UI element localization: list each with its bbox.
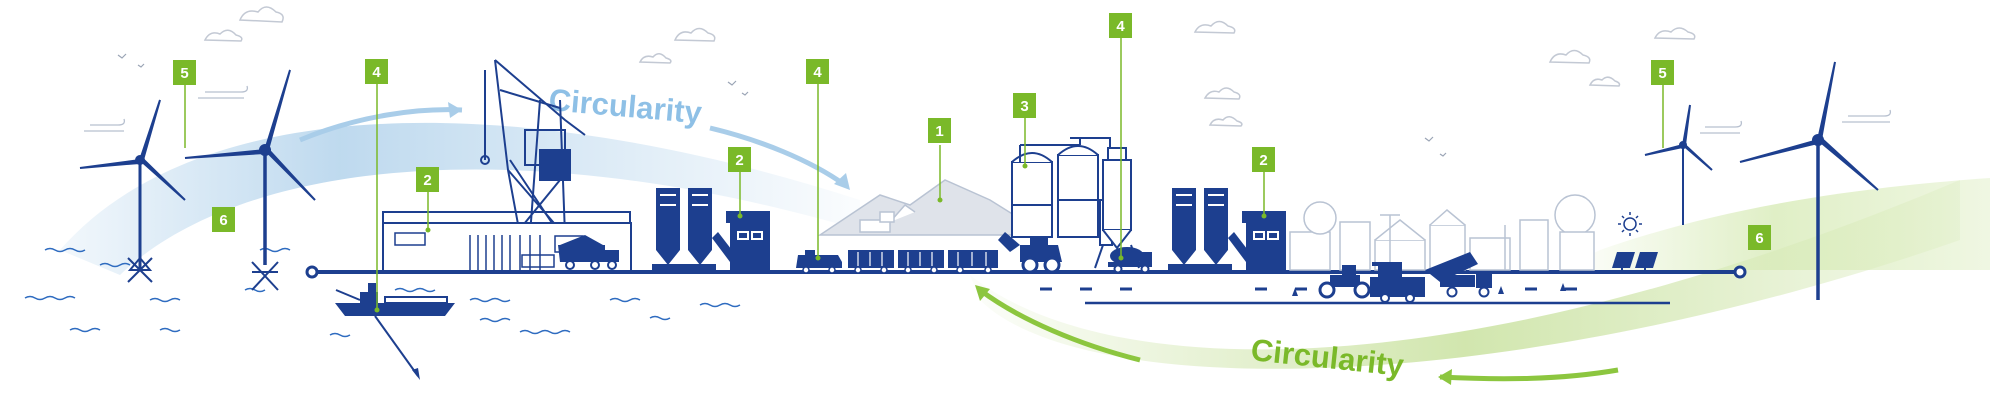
badge-quarry: 1 [928,118,951,143]
badge-number: 4 [1116,18,1125,35]
badge-silo-mixer: 4 [1109,13,1132,38]
circularity-label-bottom: Circularity [1249,332,1406,383]
dump-truck-road [1425,252,1492,298]
traffic-cones [1292,283,1566,296]
onshore-wind-turbines [1644,61,1879,300]
badge-number: 2 [1259,152,1267,169]
dump-truck-port [558,235,619,270]
badge-port-warehouse: 2 [416,167,439,192]
badge-rail-transport: 4 [806,59,829,84]
concrete-plant-left [652,188,770,272]
cement-silo [1094,147,1140,269]
concrete-mixer-truck [1108,247,1152,274]
sun-icon [1618,212,1642,236]
town-buildings [1289,194,1596,271]
badge-wind-left: 5 [173,60,196,85]
processing-plant [1011,137,1113,246]
badge-number: 6 [1755,230,1763,247]
excavator [859,204,916,233]
solar-panels [1612,252,1658,272]
cloud-icon [203,6,1696,127]
badge-wind-right: 5 [1651,60,1674,85]
badge-number: 6 [219,212,227,229]
wind-lines-icon [84,85,1892,134]
freight-train [796,250,998,274]
bird-icon [117,53,1447,157]
badge-plant-right: 2 [1252,147,1275,172]
dredger-ship [335,283,455,380]
badge-leader-lines [184,38,1664,310]
badge-plant-left: 2 [728,147,751,172]
badge-onshore: 6 [1748,225,1771,250]
badge-dredger: 4 [365,59,388,84]
badge-number: 5 [1658,65,1666,82]
badge-leader-dots [374,163,1267,313]
badge-number: 2 [735,152,743,169]
badge-number: 3 [1020,98,1028,115]
sea-waves [24,247,741,338]
concrete-plant-right [1168,188,1286,272]
circularity-flow-bottom [970,178,1990,385]
badge-number: 2 [423,172,431,189]
road-roller [1318,265,1371,299]
badge-number: 4 [372,64,381,81]
badge-number: 4 [813,64,822,81]
badge-processing-plant: 3 [1013,93,1036,118]
badge-offshore: 6 [212,207,235,232]
badge-number: 5 [180,65,188,82]
circularity-flow-top [60,102,860,275]
asphalt-paver [1370,262,1425,303]
badge-number: 1 [935,123,943,140]
port-warehouse [382,211,632,272]
offshore-wind-turbines [79,69,316,291]
